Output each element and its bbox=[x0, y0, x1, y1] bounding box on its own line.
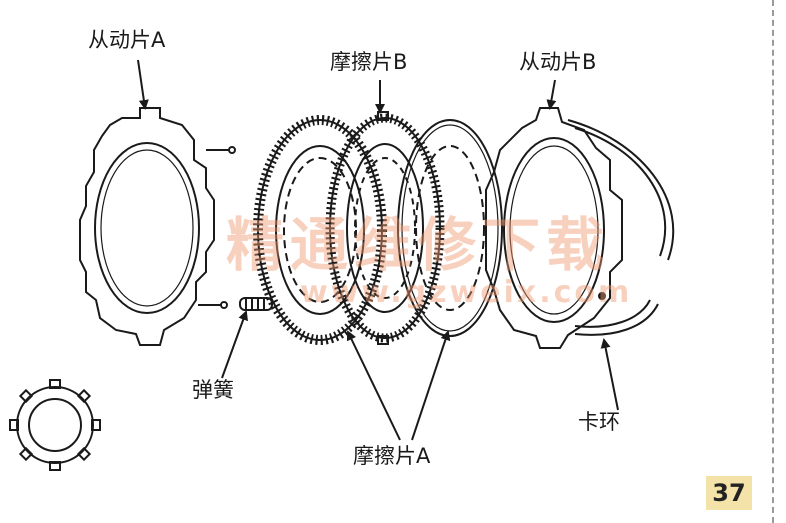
page-number-badge: 37 bbox=[706, 476, 752, 510]
gear-icon bbox=[9, 379, 101, 471]
label-snap-ring: 卡环 bbox=[578, 410, 620, 434]
label-slave-plate-b: 从动片B bbox=[519, 50, 597, 74]
snap-ring bbox=[567, 119, 675, 336]
arrow-spring bbox=[221, 310, 248, 379]
label-slave-plate-a: 从动片A bbox=[88, 28, 166, 52]
leader-arrows bbox=[137, 59, 619, 441]
arrow-slave-plate-a bbox=[137, 59, 149, 110]
friction-plate-a-front bbox=[253, 115, 387, 345]
arrow-slave-plate-b bbox=[546, 79, 557, 110]
watermark-text: 精通维修下载 bbox=[226, 211, 611, 279]
arrow-friction-plate-a-left bbox=[346, 330, 401, 441]
slave-plate-b bbox=[485, 107, 623, 349]
arrow-friction-plate-a-right bbox=[411, 330, 451, 441]
slave-plate-a bbox=[79, 107, 236, 346]
spring bbox=[239, 297, 273, 311]
label-friction-plate-b: 摩擦片B bbox=[330, 50, 408, 74]
label-friction-plate-a: 摩擦片A bbox=[353, 444, 431, 468]
label-spring: 弹簧 bbox=[192, 378, 234, 402]
arrow-snap-ring bbox=[600, 338, 619, 411]
page-edge-rule bbox=[772, 0, 774, 523]
watermark-url: www.gzweix.com bbox=[300, 275, 633, 310]
